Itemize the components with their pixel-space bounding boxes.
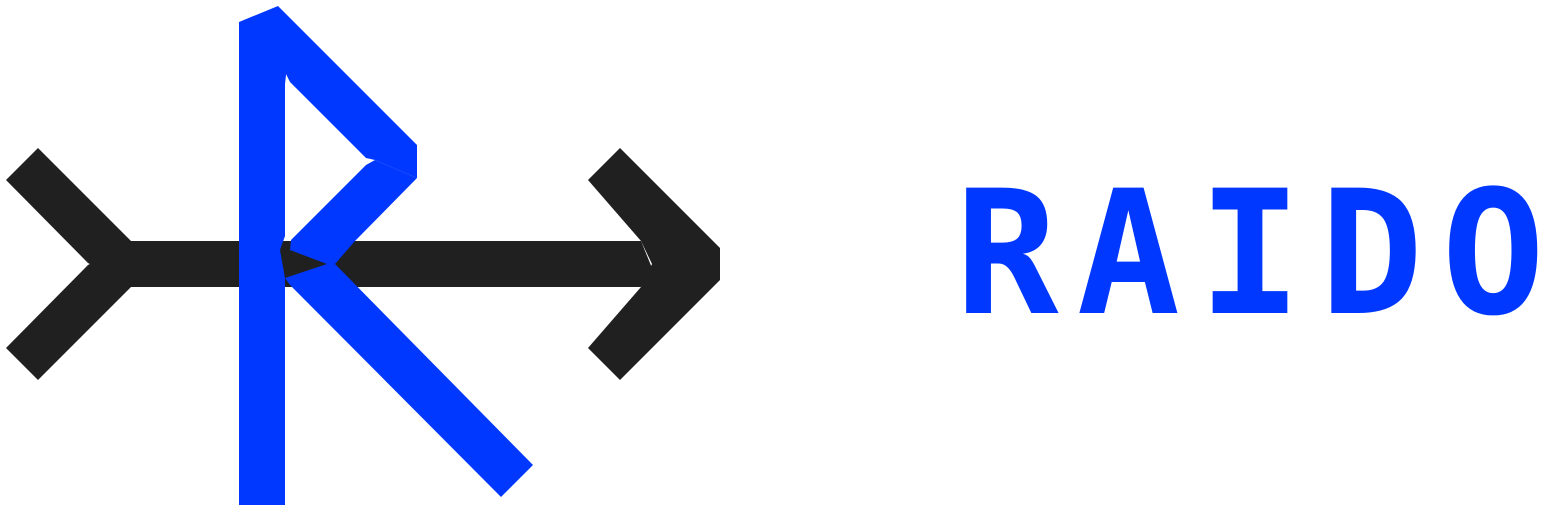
rune-stem — [239, 6, 290, 505]
brand-wordmark: RAIDO — [955, 153, 1545, 350]
arrow-tail-lower — [6, 241, 131, 380]
rune-leg — [285, 264, 533, 497]
arrow-mark — [6, 148, 720, 380]
arrow-head-lower — [588, 264, 720, 380]
rune-upper-diag — [278, 6, 417, 178]
arrow-tail-upper — [6, 148, 131, 287]
rune-mid-diag — [290, 160, 417, 264]
rune-arrow-logo-icon — [6, 6, 720, 505]
rune-r-mark — [239, 6, 533, 505]
arrow-head-upper — [588, 148, 720, 264]
brand-name: RAIDO — [955, 153, 1545, 350]
arrow-shaft — [95, 241, 652, 287]
